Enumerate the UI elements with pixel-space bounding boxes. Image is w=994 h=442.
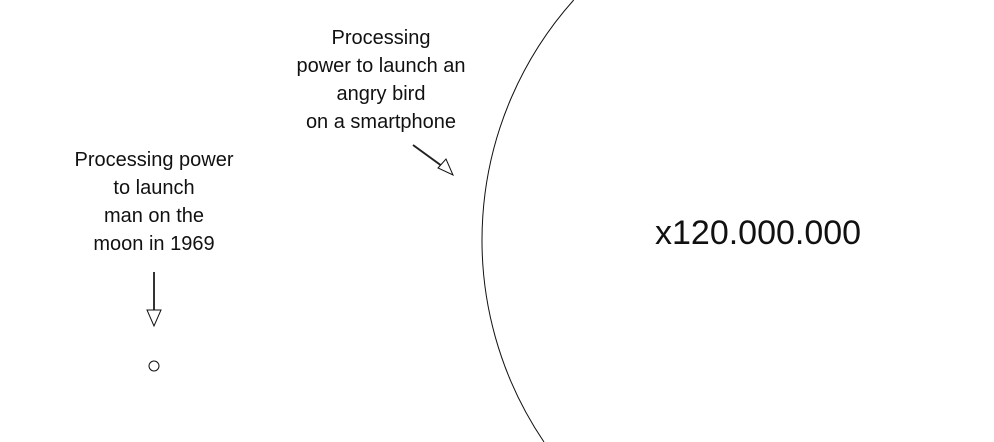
small-circle-apollo	[148, 360, 160, 372]
smartphone-label: Processing power to launch an angry bird…	[296, 27, 466, 133]
diagonal-arrow-icon	[412, 144, 454, 177]
large-circle-smartphone	[481, 0, 575, 442]
multiplier-label: x120.000.000	[655, 214, 862, 252]
down-arrow-icon	[146, 272, 162, 328]
apollo-label: Processing power to launch man on the mo…	[74, 149, 234, 255]
